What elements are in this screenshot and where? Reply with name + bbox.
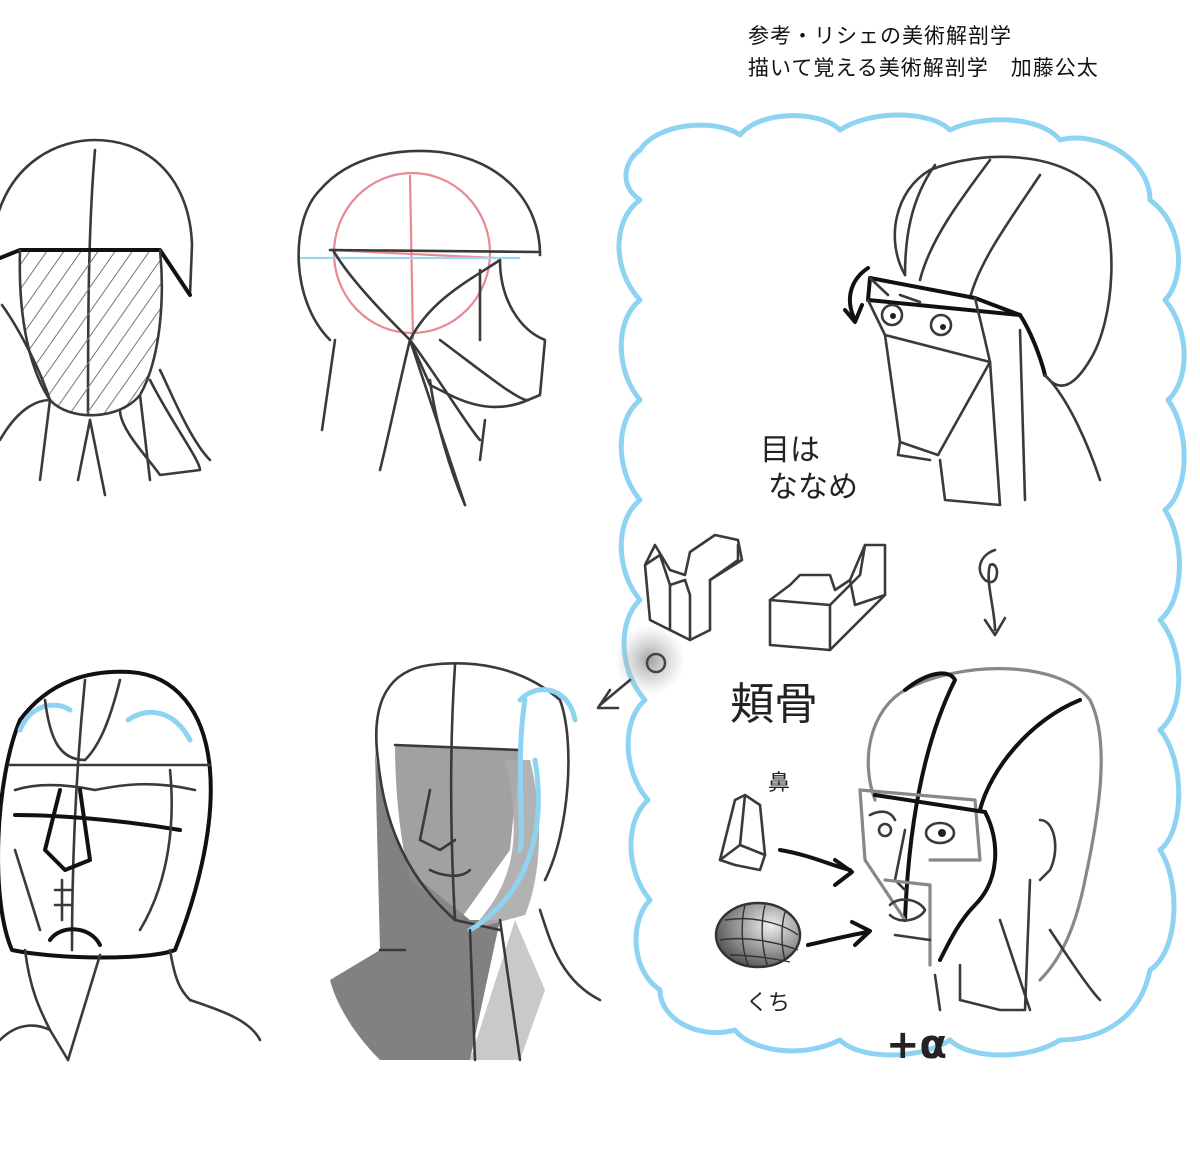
head-assembled bbox=[858, 667, 1103, 1012]
head-profile-construction bbox=[297, 149, 547, 507]
zygomatic-blocks bbox=[643, 533, 887, 652]
credit-line-2: 描いて覚える美術解剖学 加藤公太 bbox=[748, 56, 1099, 80]
cheekbone-circle-mark bbox=[645, 652, 667, 674]
note-plus-alpha: +α bbox=[886, 1022, 947, 1068]
arrow-to-shaded-head bbox=[598, 678, 632, 707]
note-nose: 鼻 bbox=[768, 771, 791, 796]
head-shaded bbox=[330, 662, 602, 1062]
note-eyes-line2: ななめ bbox=[768, 470, 858, 505]
cheekbone-smudge bbox=[615, 625, 685, 695]
arrow-mouth bbox=[806, 930, 870, 947]
callout-cloud-outline bbox=[616, 112, 1187, 1058]
note-zygomatic: 頬骨 bbox=[730, 679, 818, 730]
note-eyes-line1: 目は bbox=[760, 433, 820, 468]
head-front-features bbox=[0, 669, 262, 1062]
arrow-nose bbox=[778, 848, 852, 872]
down-arrow bbox=[978, 548, 999, 632]
note-mouth: くち bbox=[746, 991, 791, 1016]
head-front-hatched bbox=[0, 138, 212, 497]
nose-block-icon bbox=[718, 793, 767, 872]
head-angled-box bbox=[843, 155, 1113, 507]
mouth-ball-icon bbox=[714, 901, 802, 969]
credit-line-1: 参考・リシェの美術解剖学 bbox=[748, 24, 1012, 48]
